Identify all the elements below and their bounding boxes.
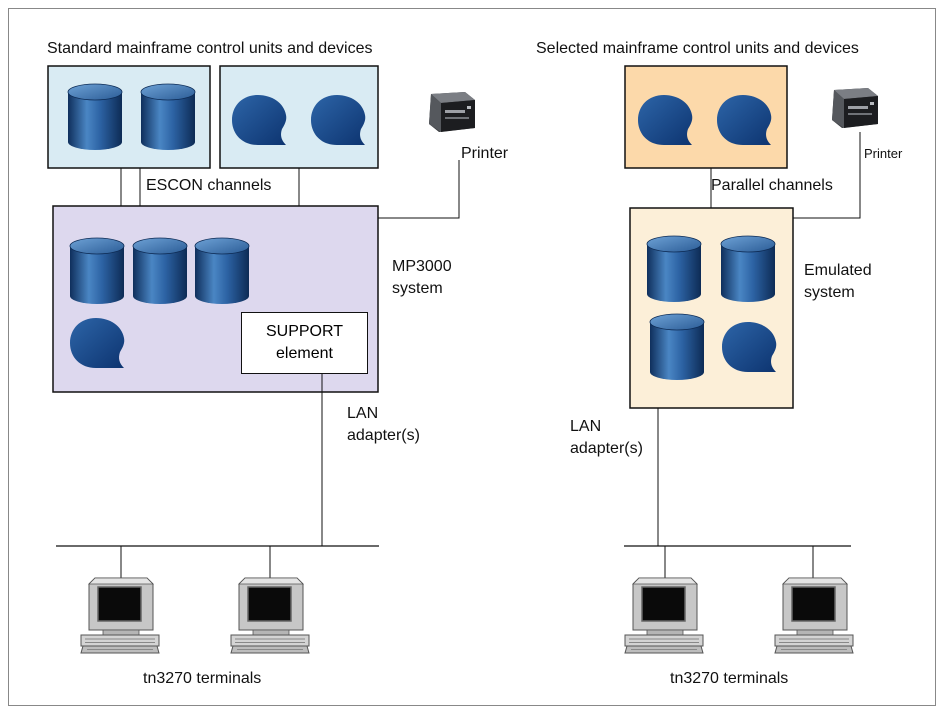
terminals-label: tn3270 terminals <box>670 670 789 687</box>
standard-units-title: Standard mainframe control units and dev… <box>47 40 373 57</box>
printer-connection-line <box>378 160 460 219</box>
disk-cylinder-icon <box>67 83 123 151</box>
emulated-label-line1: Emulated <box>804 262 872 279</box>
lan-label-line2: adapter(s) <box>570 440 643 457</box>
escon-channels-label: ESCON channels <box>146 177 272 194</box>
disk-cylinder-icon <box>69 237 125 305</box>
lan-label-line1: LAN <box>570 418 602 435</box>
selected-units-title: Selected mainframe control units and dev… <box>536 40 859 57</box>
disk-cylinder-icon <box>646 235 702 303</box>
disk-cylinder-icon <box>132 237 188 305</box>
printer-icon <box>429 92 475 132</box>
lan-label-line2: adapter(s) <box>347 427 420 444</box>
printer-connection-line <box>793 132 861 219</box>
printer-label: Printer <box>864 146 903 161</box>
mp3000-label-line2: system <box>392 280 443 297</box>
disk-cylinder-icon <box>649 313 705 381</box>
printer-icon <box>832 88 878 128</box>
tape-reel-icon <box>717 95 772 145</box>
printer-label: Printer <box>461 145 509 162</box>
disk-cylinder-icon <box>194 237 250 305</box>
tape-reel-icon <box>232 95 287 145</box>
parallel-channels-label: Parallel channels <box>711 177 833 194</box>
disk-cylinder-icon <box>720 235 776 303</box>
support-element-box: SUPPORT element <box>241 312 368 374</box>
tape-reel-icon <box>311 95 366 145</box>
terminal-workstation-icon <box>774 577 854 654</box>
terminal-workstation-icon <box>230 577 310 654</box>
diagram-frame <box>8 8 936 706</box>
terminal-workstation-icon <box>624 577 704 654</box>
tape-reel-icon <box>70 318 125 368</box>
tape-reel-icon <box>722 322 777 372</box>
emulated-label-line2: system <box>804 284 855 301</box>
support-label-line1: SUPPORT <box>265 323 344 340</box>
tape-reel-icon <box>638 95 693 145</box>
mp3000-label-line1: MP3000 <box>392 258 452 275</box>
support-label-line2: element <box>276 345 333 362</box>
terminals-label: tn3270 terminals <box>143 670 262 687</box>
terminal-workstation-icon <box>80 577 160 654</box>
disk-cylinder-icon <box>140 83 196 151</box>
lan-label-line1: LAN <box>347 405 379 422</box>
emulated-system-box <box>629 207 794 409</box>
